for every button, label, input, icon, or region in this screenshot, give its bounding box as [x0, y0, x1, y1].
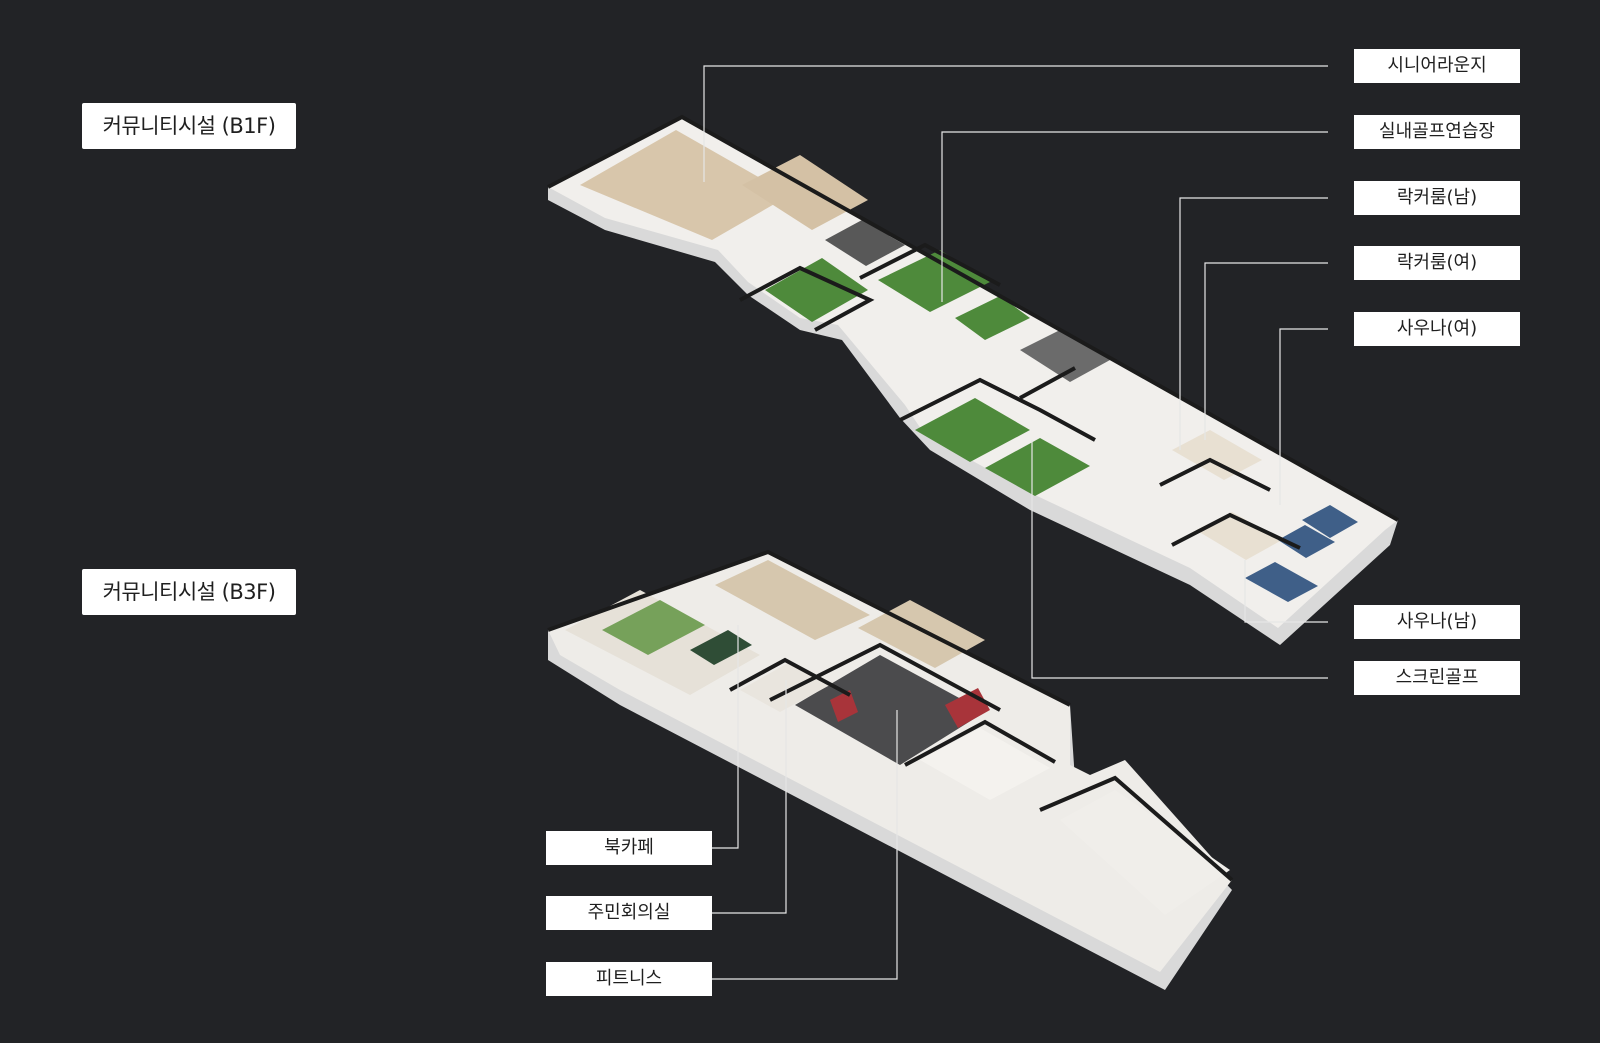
leader-sauna-women: [1279, 328, 1328, 505]
b3f-walls: [547, 549, 1234, 882]
leader-meeting-room: [712, 680, 787, 914]
label-locker-room-men: 락커룸(남): [1354, 181, 1520, 215]
book-cafe-green-counter: [602, 600, 705, 655]
label-fitness: 피트니스: [546, 962, 712, 996]
locker-room-women-floor: [1196, 512, 1282, 560]
label-indoor-golf-practice: 실내골프연습장: [1354, 115, 1520, 149]
b1f-dark-room-2: [1020, 330, 1110, 382]
sauna-men-pool: [1245, 562, 1318, 602]
floor-title-b3f: 커뮤니티시설 (B3F): [82, 569, 296, 615]
fitness-floor: [795, 655, 985, 765]
b1f-dark-room-1: [825, 220, 905, 266]
label-sauna-men: 사우나(남): [1354, 605, 1520, 639]
b1f-walls: [547, 114, 1399, 550]
leader-locker-women: [1204, 262, 1328, 440]
leader-book-cafe: [712, 625, 739, 849]
sauna-women-pool-2: [1278, 525, 1335, 558]
fitness-red-machine-1: [830, 690, 858, 722]
meeting-room-floor: [740, 662, 830, 712]
sauna-women-pool-1: [1302, 505, 1358, 538]
floor-title-b1f: 커뮤니티시설 (B1F): [82, 103, 296, 149]
label-senior-lounge: 시니어라운지: [1354, 49, 1520, 83]
screen-golf-room-2: [985, 438, 1090, 496]
b3f-lobby-floor: [1060, 790, 1230, 915]
golf-practice-room-3: [955, 296, 1030, 340]
b3f-bookshelf-wall: [715, 560, 870, 640]
leader-fitness: [712, 710, 898, 980]
label-meeting-room: 주민회의실: [546, 896, 712, 930]
b3f-shower-area: [920, 728, 1050, 800]
leader-locker-men: [1179, 197, 1328, 450]
senior-lounge-floor: [580, 130, 790, 240]
b1f-room-wood-2: [742, 155, 868, 230]
label-locker-room-women: 락커룸(여): [1354, 246, 1520, 280]
book-cafe-dark-green-box: [690, 630, 752, 665]
label-book-cafe: 북카페: [546, 831, 712, 865]
screen-golf-room-1: [915, 398, 1030, 462]
label-screen-golf: 스크린골프: [1354, 661, 1520, 695]
fitness-wood-wall: [858, 600, 985, 668]
label-sauna-women: 사우나(여): [1354, 312, 1520, 346]
locker-room-men-floor: [1172, 430, 1262, 480]
leader-indoor-golf: [941, 131, 1328, 302]
leader-screen-golf: [1031, 440, 1328, 679]
b1f-slab-top: [548, 117, 1398, 628]
golf-practice-room-1: [765, 258, 868, 322]
leader-senior-lounge: [703, 65, 1328, 182]
leader-sauna-men: [1244, 560, 1328, 623]
